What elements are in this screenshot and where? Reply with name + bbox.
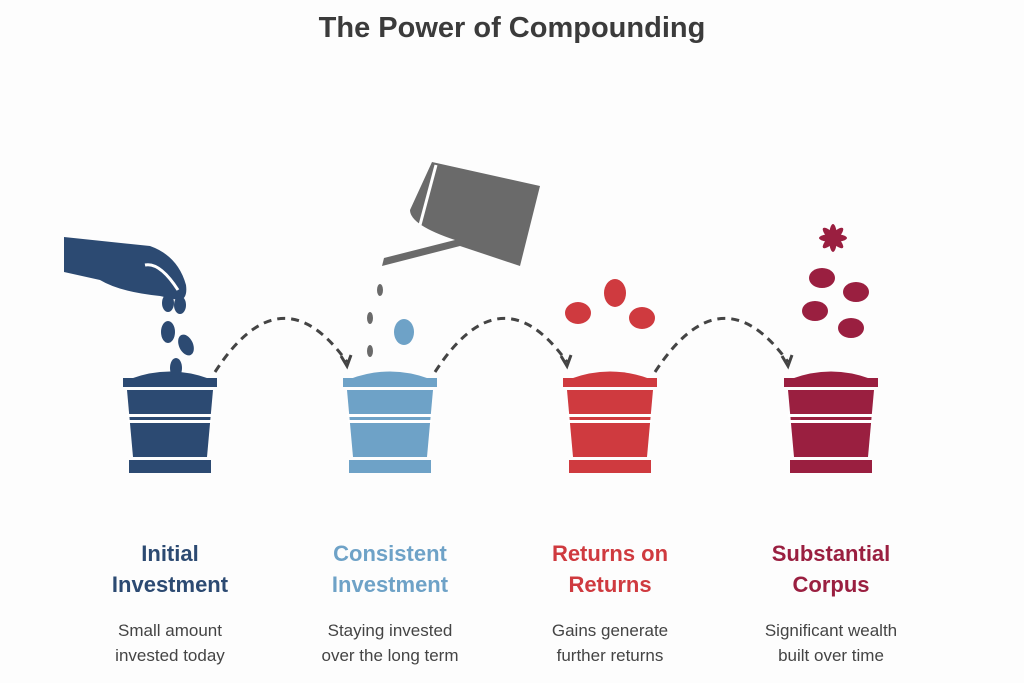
stage-description: built over time <box>778 646 884 665</box>
pot-4 <box>784 371 878 473</box>
pot-3 <box>563 371 657 473</box>
stage-description: Small amount <box>118 621 222 640</box>
dashed-arrow <box>433 316 569 373</box>
page-title: The Power of Compounding <box>318 12 706 44</box>
stage-description: Staying invested <box>327 621 453 640</box>
pot-2 <box>343 371 437 473</box>
stage-description: Gains generate <box>551 621 669 640</box>
stage-title: Investment <box>331 572 449 597</box>
stage-title: Initial <box>141 541 199 566</box>
flower-and-leaves-icon <box>802 224 869 338</box>
stage-title: Substantial <box>771 541 891 566</box>
stage-title: Returns <box>568 572 652 597</box>
stage-description: invested today <box>115 646 225 665</box>
arrowhead-icon <box>780 354 794 370</box>
stage-description: further returns <box>556 646 664 665</box>
sprout-leaf-icon <box>394 319 414 345</box>
stage-title: Consistent <box>333 541 447 566</box>
stage-description: Significant wealth <box>764 621 898 640</box>
sprouting-leaves-icon <box>565 279 655 329</box>
watering-can-icon <box>367 162 540 357</box>
dashed-arrow <box>213 316 349 373</box>
dashed-arrow <box>653 316 790 373</box>
hand-sowing-seeds-icon <box>64 237 194 378</box>
pot-1 <box>123 371 217 473</box>
stage-title: Investment <box>111 572 229 597</box>
stage-description: over the long term <box>321 646 459 665</box>
stage-title: Returns on <box>551 541 669 566</box>
arrowhead-icon <box>559 354 573 370</box>
stage-title: Corpus <box>792 572 870 597</box>
arrowhead-icon <box>339 354 353 370</box>
